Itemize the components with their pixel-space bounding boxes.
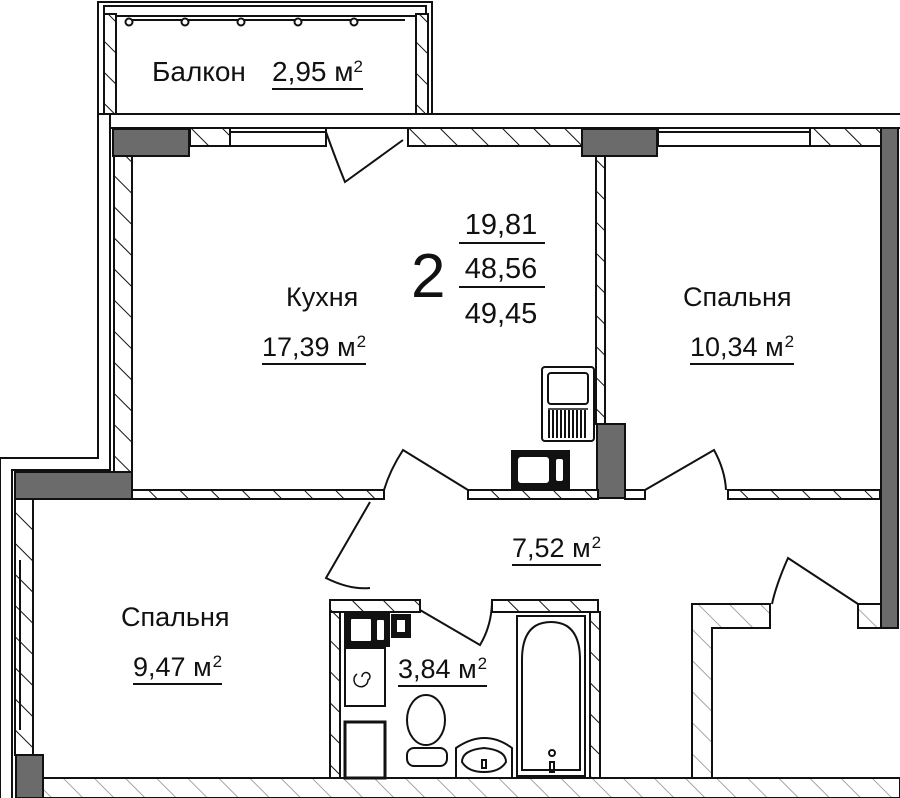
room-name-bedroom-2: Спальня <box>121 602 230 632</box>
room-area-kitchen: 17,39 м2 <box>262 333 367 365</box>
divider <box>459 242 545 244</box>
room-area-hallway: 7,52 м2 <box>512 534 602 566</box>
column <box>14 471 133 500</box>
apartment-total-area: 48,56 <box>464 253 538 285</box>
column <box>112 128 190 157</box>
balcony-outline <box>97 1 433 115</box>
apartment-rooms-count: 2 <box>411 242 446 311</box>
room-area-bathroom: 3,84 м2 <box>398 655 488 687</box>
washing-machine-icon <box>344 613 411 647</box>
bathtub-icon <box>516 615 586 777</box>
column <box>581 128 658 157</box>
toilet-icon <box>406 694 448 767</box>
divider <box>459 286 545 288</box>
exterior-walls <box>0 113 900 798</box>
room-name-balcony: Балкон <box>152 56 246 87</box>
apartment-living-area: 19,81 <box>464 209 538 241</box>
fridge-icon <box>541 366 595 442</box>
room-area-bedroom-2: 9,47 м2 <box>133 653 223 685</box>
door-bathroom <box>419 599 493 647</box>
column <box>596 423 626 499</box>
door-bedroom-2 <box>324 501 371 590</box>
room-area-balcony: 2,95 м2 <box>272 58 363 90</box>
room-name-bedroom-1: Спальня <box>683 282 792 312</box>
stove-icon <box>511 450 570 490</box>
boiler-icon <box>344 647 386 707</box>
column <box>15 754 44 798</box>
room-area-bedroom-1: 10,34 м2 <box>690 333 795 365</box>
hatched-wall <box>189 127 231 147</box>
door-entrance <box>771 556 859 605</box>
column <box>880 127 899 629</box>
door-balcony <box>325 131 404 184</box>
door-kitchen <box>383 448 469 491</box>
cabinet-icon <box>343 720 387 780</box>
apartment-total-area-with-balcony: 49,45 <box>464 298 538 330</box>
sink-icon <box>455 737 513 779</box>
room-name-kitchen: Кухня <box>286 282 359 312</box>
door-bedroom-1 <box>644 448 727 491</box>
